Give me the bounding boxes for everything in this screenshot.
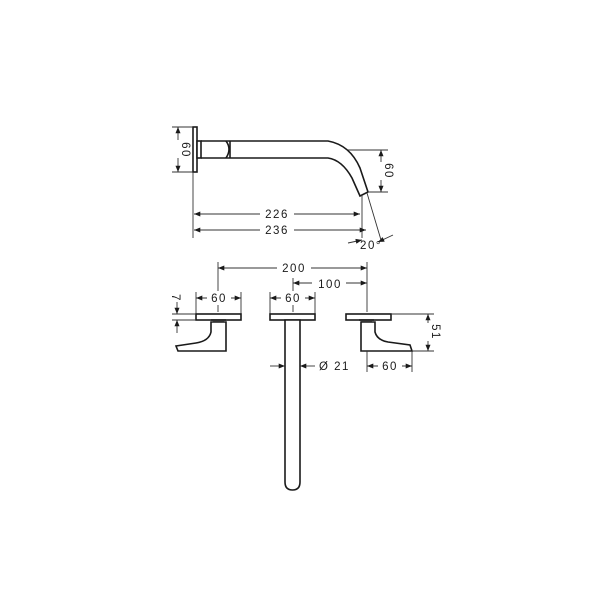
dim-handle-height: 51 bbox=[429, 324, 441, 340]
dim-center-rosette-width: 60 bbox=[285, 293, 301, 305]
dim-handle-spacing: 200 bbox=[282, 263, 306, 275]
dim-rosette-thickness: 7 bbox=[169, 294, 181, 302]
dim-pipe-diameter: Ø 21 bbox=[319, 361, 350, 373]
dim-projection-outlet: 226 bbox=[265, 209, 289, 221]
dim-overall-projection: 236 bbox=[265, 225, 289, 237]
center-spout-pipe: 60 Ø 21 bbox=[269, 291, 350, 491]
dim-spout-to-handle: 100 bbox=[318, 279, 342, 291]
dim-outlet-drop: 60 bbox=[382, 163, 394, 179]
left-handle: 60 7 bbox=[169, 291, 242, 352]
dim-right-handle-length: 60 bbox=[382, 361, 398, 373]
front-view: 200 100 60 7 60 bbox=[169, 260, 441, 491]
dim-outlet-angle: 20° bbox=[360, 240, 382, 252]
spout-side-view: 60 60 226 236 20° bbox=[171, 126, 394, 252]
spout-body bbox=[201, 140, 369, 198]
right-handle: 51 60 bbox=[345, 313, 441, 373]
dim-left-rosette-width: 60 bbox=[211, 293, 227, 305]
dim-rosette-height: 60 bbox=[179, 142, 191, 158]
